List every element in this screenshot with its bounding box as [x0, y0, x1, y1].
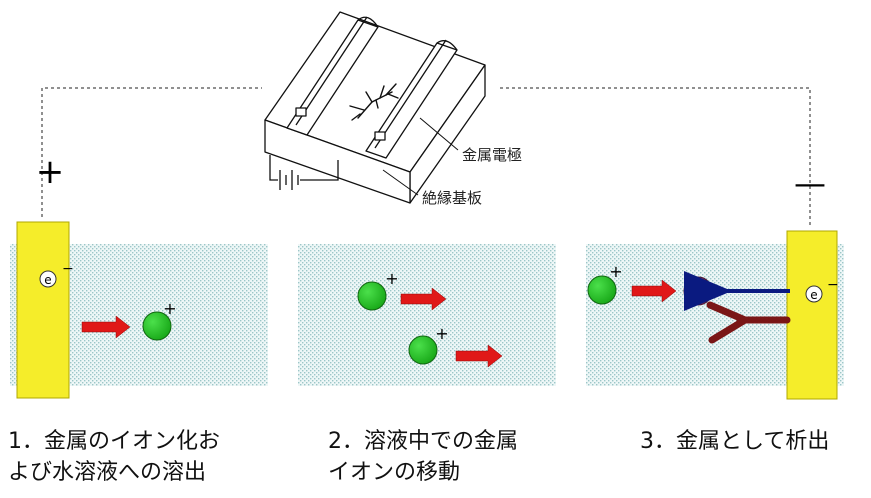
- battery-circuit: [269, 155, 339, 190]
- metal-ion-2a: [357, 281, 387, 311]
- device-illustration: [264, 11, 486, 204]
- metal-ion-1-charge: +: [163, 299, 176, 318]
- step-3-caption: 3．金属として析出: [640, 426, 829, 457]
- metal-ion-3: [587, 275, 617, 305]
- cathode-electrode: [786, 230, 838, 400]
- metal-ion-1: [142, 311, 172, 341]
- dendrite-growth: [706, 301, 791, 344]
- migration-arrow-1: [81, 315, 131, 339]
- metal-ion-2b-charge: +: [435, 324, 448, 343]
- migration-arrow-2a: [400, 287, 447, 311]
- migration-arrow-3: [631, 279, 677, 303]
- electron-3-label: e: [810, 288, 817, 302]
- step-3-line-1: 3．金属として析出: [640, 429, 830, 454]
- electron-3-charge: −: [827, 277, 839, 293]
- anode-sign: +: [36, 152, 65, 192]
- wiring: [41, 87, 811, 228]
- substrate-callout: 絶縁基板: [422, 189, 482, 207]
- step-1-line-1: 1．金属のイオン化お: [8, 429, 220, 454]
- metal-ion-2a-charge: +: [385, 269, 398, 288]
- device-dendrite-icon: [349, 83, 399, 121]
- step-2-caption: 2．溶液中での金属 イオンの移動: [328, 426, 518, 488]
- electron-1: [39, 270, 57, 288]
- metal-ion-2b: [408, 335, 438, 365]
- migration-arrow-2b: [455, 344, 503, 368]
- anode-electrode: [16, 221, 70, 399]
- step-1-line-2: よび水溶液への溶出: [8, 460, 207, 485]
- metal-ion-3-charge: +: [609, 262, 622, 281]
- callout-leaders: [382, 117, 459, 196]
- electron-1-label: e: [44, 273, 51, 287]
- electron-3: [805, 285, 823, 303]
- deposited-metal-atom: [683, 276, 713, 306]
- step-1-caption: 1．金属のイオン化お よび水溶液への溶出: [8, 426, 220, 488]
- step-2-line-2: イオンの移動: [328, 460, 461, 485]
- electron-1-charge: −: [62, 261, 74, 277]
- cathode-sign: —: [794, 164, 826, 202]
- step-2-line-1: 2．溶液中での金属: [328, 429, 518, 454]
- solution-panel-2: [298, 244, 556, 386]
- electrode-callout: 金属電極: [462, 146, 522, 164]
